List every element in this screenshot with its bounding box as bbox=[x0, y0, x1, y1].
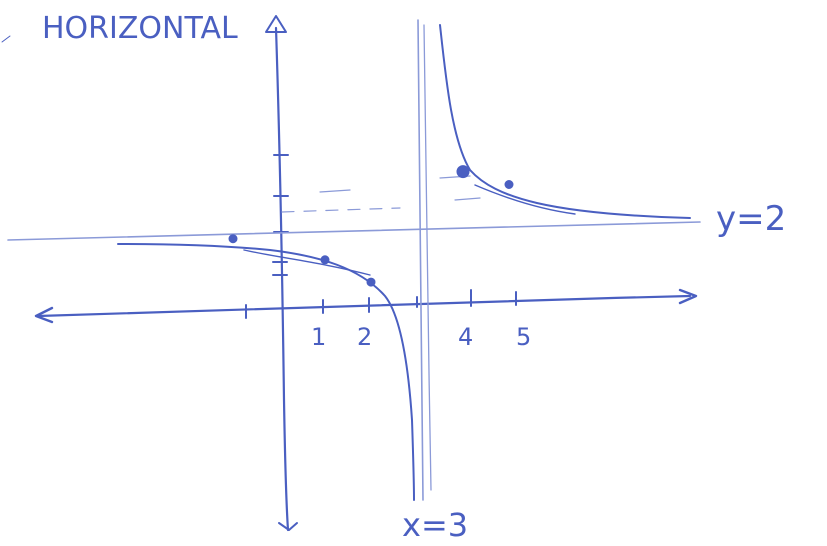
graph-title: HORIZONTAL bbox=[42, 11, 238, 46]
y-axis-up-arrow bbox=[265, 15, 287, 33]
data-point bbox=[320, 255, 330, 265]
y-axis-ticks bbox=[272, 154, 289, 276]
data-point bbox=[366, 277, 376, 287]
y-axis bbox=[274, 26, 290, 532]
curve-right-branch-overstroke bbox=[474, 184, 576, 215]
guide-dash bbox=[319, 189, 351, 193]
stray-mark bbox=[1, 35, 11, 43]
curve-left-branch bbox=[117, 243, 415, 501]
x-tick-label: 2 bbox=[357, 323, 372, 351]
x-axis-left-arrow bbox=[34, 306, 54, 324]
vertical-asymptote-line-double bbox=[423, 24, 432, 491]
vertical-asymptote-label: x=3 bbox=[402, 506, 468, 544]
vertical-asymptote-line bbox=[417, 19, 424, 501]
horizontal-asymptote-label: y=2 bbox=[716, 199, 786, 239]
curve-right-branch bbox=[439, 24, 691, 219]
data-point bbox=[228, 234, 238, 244]
x-axis bbox=[36, 294, 692, 318]
guide-dash bbox=[454, 197, 481, 201]
x-tick-label: 5 bbox=[516, 323, 531, 351]
data-point bbox=[456, 165, 470, 179]
plotted-points bbox=[228, 165, 514, 287]
x-tick-label: 1 bbox=[311, 323, 326, 351]
y-axis-down-arrow bbox=[278, 522, 298, 531]
x-axis-ticks bbox=[245, 289, 517, 319]
curve-left-branch-overstroke bbox=[243, 249, 371, 276]
guide-dash bbox=[281, 207, 401, 213]
x-tick-label: 4 bbox=[458, 323, 473, 351]
x-axis-right-arrow bbox=[678, 288, 698, 305]
data-point bbox=[504, 180, 514, 189]
horizontal-asymptote-line bbox=[7, 221, 701, 241]
dashed-guides bbox=[281, 175, 481, 213]
